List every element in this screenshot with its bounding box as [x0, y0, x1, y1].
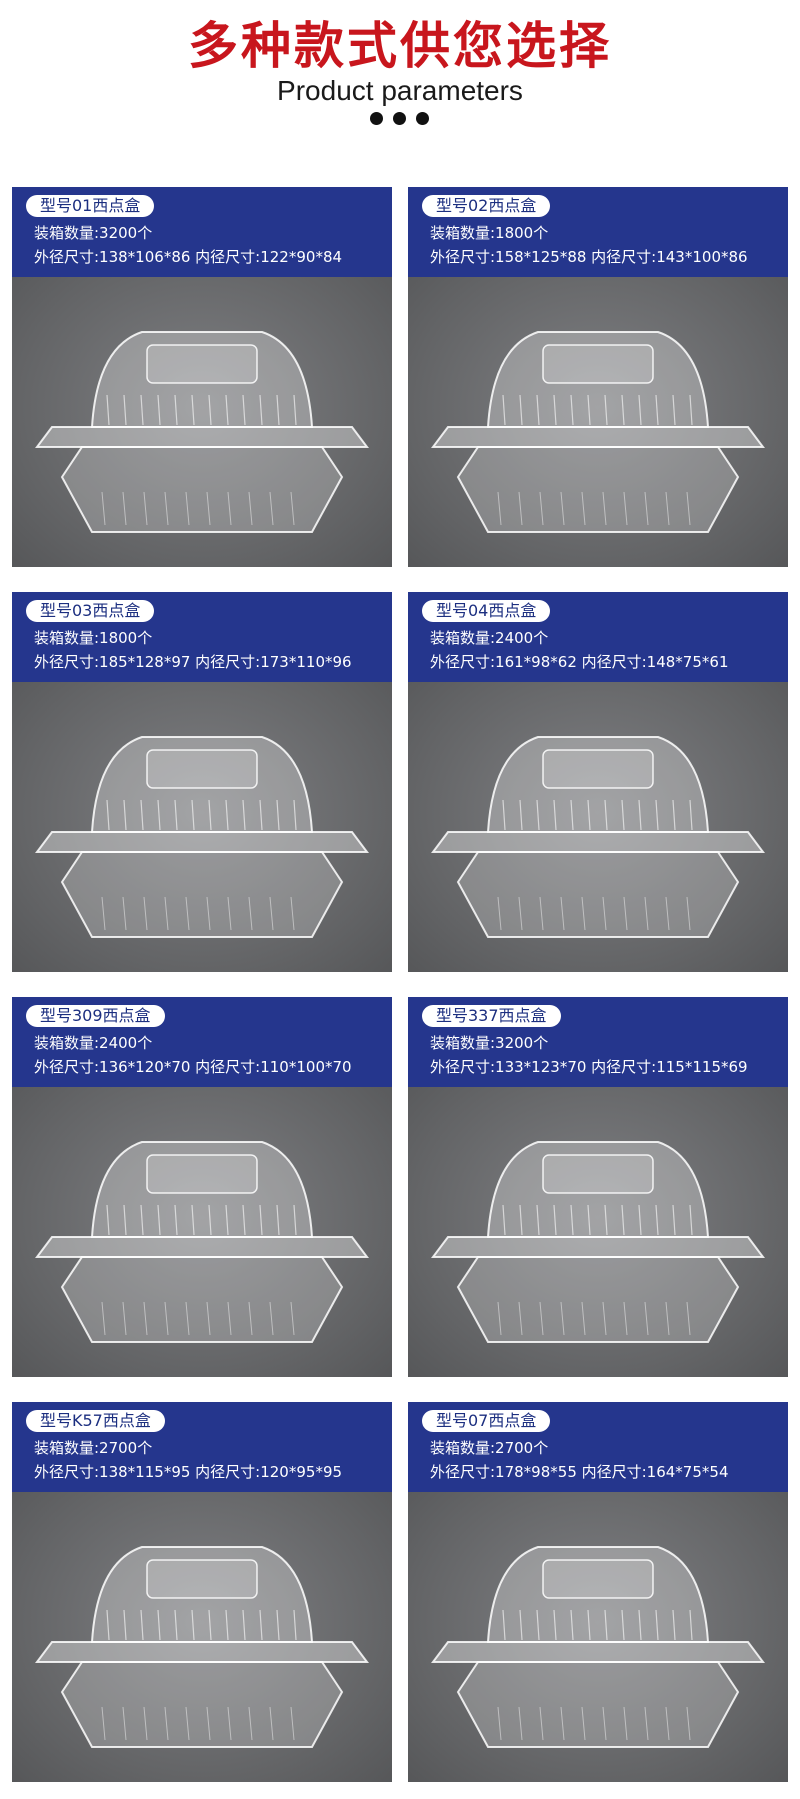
model-badge: 型号02西点盒	[422, 195, 551, 217]
page-title: 多种款式供您选择	[188, 17, 612, 75]
product-card-02: 型号02西点盒 装箱数量:1800个 外径尺寸:158*125*88 内径尺寸:…	[408, 187, 788, 567]
dimensions: 外径尺寸:133*123*70 内径尺寸:115*115*69	[430, 1058, 748, 1076]
product-spec-panel: 型号309西点盒 装箱数量:2400个 外径尺寸:136*120*70 内径尺寸…	[12, 997, 392, 1087]
model-badge: 型号K57西点盒	[26, 1410, 165, 1432]
packing-quantity: 装箱数量:2400个	[34, 1034, 153, 1052]
dot-icon	[370, 112, 383, 125]
clear-box-illustration	[35, 1141, 369, 1343]
page-subtitle: Product parameters	[277, 75, 523, 106]
product-card-k57: 型号K57西点盒 装箱数量:2700个 外径尺寸:138*115*95 内径尺寸…	[12, 1402, 392, 1782]
product-photo	[12, 277, 392, 567]
page-header: 多种款式供您选择 Product parameters	[0, 0, 800, 180]
packing-quantity: 装箱数量:2700个	[34, 1439, 153, 1457]
model-badge: 型号309西点盒	[26, 1005, 165, 1027]
product-photo	[12, 682, 392, 972]
product-card-337: 型号337西点盒 装箱数量:3200个 外径尺寸:133*123*70 内径尺寸…	[408, 997, 788, 1377]
model-badge: 型号337西点盒	[422, 1005, 561, 1027]
dimensions: 外径尺寸:138*115*95 内径尺寸:120*95*95	[34, 1463, 343, 1481]
product-photo	[12, 1492, 392, 1782]
packing-quantity: 装箱数量:3200个	[430, 1034, 549, 1052]
product-card-04: 型号04西点盒 装箱数量:2400个 外径尺寸:161*98*62 内径尺寸:1…	[408, 592, 788, 972]
decorative-dots	[370, 112, 430, 126]
product-spec-panel: 型号04西点盒 装箱数量:2400个 外径尺寸:161*98*62 内径尺寸:1…	[408, 592, 788, 682]
packing-quantity: 装箱数量:2700个	[430, 1439, 549, 1457]
product-spec-panel: 型号07西点盒 装箱数量:2700个 外径尺寸:178*98*55 内径尺寸:1…	[408, 1402, 788, 1492]
dot-icon	[393, 112, 406, 125]
dot-icon	[416, 112, 429, 125]
product-card-03: 型号03西点盒 装箱数量:1800个 外径尺寸:185*128*97 内径尺寸:…	[12, 592, 392, 972]
clear-box-illustration	[35, 736, 369, 938]
model-badge: 型号03西点盒	[26, 600, 155, 622]
model-badge: 型号07西点盒	[422, 1410, 551, 1432]
dimensions: 外径尺寸:136*120*70 内径尺寸:110*100*70	[34, 1058, 352, 1076]
product-photo	[408, 682, 788, 972]
product-card-309: 型号309西点盒 装箱数量:2400个 外径尺寸:136*120*70 内径尺寸…	[12, 997, 392, 1377]
clear-box-illustration	[431, 1141, 765, 1343]
dimensions: 外径尺寸:138*106*86 内径尺寸:122*90*84	[34, 248, 343, 266]
packing-quantity: 装箱数量:2400个	[430, 629, 549, 647]
model-badge: 型号01西点盒	[26, 195, 155, 217]
dimensions: 外径尺寸:178*98*55 内径尺寸:164*75*54	[430, 1463, 729, 1481]
clear-box-illustration	[35, 1546, 369, 1748]
product-spec-panel: 型号337西点盒 装箱数量:3200个 外径尺寸:133*123*70 内径尺寸…	[408, 997, 788, 1087]
product-card-01: 型号01西点盒 装箱数量:3200个 外径尺寸:138*106*86 内径尺寸:…	[12, 187, 392, 567]
packing-quantity: 装箱数量:1800个	[430, 224, 549, 242]
clear-box-illustration	[431, 736, 765, 938]
product-spec-panel: 型号03西点盒 装箱数量:1800个 外径尺寸:185*128*97 内径尺寸:…	[12, 592, 392, 682]
product-spec-panel: 型号02西点盒 装箱数量:1800个 外径尺寸:158*125*88 内径尺寸:…	[408, 187, 788, 277]
model-badge: 型号04西点盒	[422, 600, 551, 622]
product-card-07: 型号07西点盒 装箱数量:2700个 外径尺寸:178*98*55 内径尺寸:1…	[408, 1402, 788, 1782]
product-photo	[12, 1087, 392, 1377]
packing-quantity: 装箱数量:1800个	[34, 629, 153, 647]
product-spec-panel: 型号K57西点盒 装箱数量:2700个 外径尺寸:138*115*95 内径尺寸…	[12, 1402, 392, 1492]
product-photo	[408, 1087, 788, 1377]
dimensions: 外径尺寸:158*125*88 内径尺寸:143*100*86	[430, 248, 748, 266]
product-photo	[408, 1492, 788, 1782]
product-photo	[408, 277, 788, 567]
clear-box-illustration	[431, 1546, 765, 1748]
clear-box-illustration	[431, 331, 765, 533]
dimensions: 外径尺寸:161*98*62 内径尺寸:148*75*61	[430, 653, 729, 671]
product-spec-panel: 型号01西点盒 装箱数量:3200个 外径尺寸:138*106*86 内径尺寸:…	[12, 187, 392, 277]
dimensions: 外径尺寸:185*128*97 内径尺寸:173*110*96	[34, 653, 352, 671]
packing-quantity: 装箱数量:3200个	[34, 224, 153, 242]
clear-box-illustration	[35, 331, 369, 533]
